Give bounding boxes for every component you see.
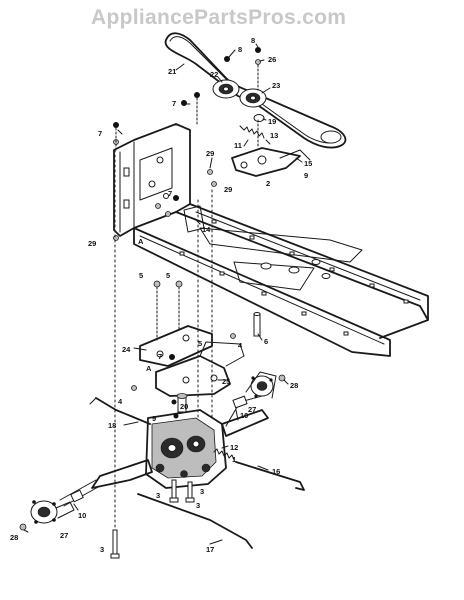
control-rods	[89, 397, 305, 549]
long-bolts-3	[110, 149, 213, 559]
spacer-6	[253, 312, 261, 337]
callout-9: 9	[152, 414, 156, 423]
callout-19: 19	[268, 117, 276, 126]
callout-11: 11	[234, 141, 242, 150]
callout-5: 5	[198, 339, 202, 348]
callout-3: 3	[156, 491, 160, 500]
callout-27: 27	[60, 531, 68, 540]
callout-15: 15	[304, 159, 312, 168]
callout-29: 29	[206, 149, 214, 158]
callout-2: 2	[266, 179, 270, 188]
callout-7: 7	[168, 189, 172, 198]
callout-5: 5	[139, 271, 143, 280]
callout-8: 8	[251, 36, 255, 45]
callout-3: 3	[100, 545, 104, 554]
callout-25: 25	[222, 377, 230, 386]
callout-4: 4	[118, 397, 123, 406]
callout-29: 29	[88, 239, 96, 248]
callout-28: 28	[290, 381, 298, 390]
callout-A: A	[138, 237, 144, 246]
callout-27: 27	[248, 405, 256, 414]
callout-14: 14	[202, 225, 211, 234]
hub-27-left	[30, 500, 75, 524]
callout-7: 7	[172, 99, 176, 108]
callout-3: 3	[200, 487, 204, 496]
callout-5: 5	[166, 271, 170, 280]
callout-29: 29	[224, 185, 232, 194]
callout-6: 6	[264, 337, 268, 346]
callout-8: 8	[238, 45, 242, 54]
spring-13	[239, 114, 271, 145]
callout-7: 7	[158, 352, 162, 361]
callout-4: 4	[238, 341, 243, 350]
callout-A: A	[146, 364, 152, 373]
callout-9: 9	[304, 171, 308, 180]
callout-24: 24	[122, 345, 131, 354]
callout-3: 3	[196, 501, 200, 510]
idler-pulley-22	[212, 79, 240, 99]
callout-1: 1	[232, 455, 236, 464]
right-axle-hub	[221, 371, 286, 437]
callout-16: 16	[272, 467, 280, 476]
transaxle-1	[145, 393, 227, 489]
idler-pulley-23	[239, 88, 267, 108]
bolts-5	[131, 280, 236, 391]
watermark-text: AppliancePartsPros.com	[91, 6, 346, 29]
callout-17: 17	[206, 545, 214, 554]
main-frame	[113, 123, 429, 357]
frame-bolts	[113, 92, 217, 241]
callout-28: 28	[10, 533, 18, 542]
callout-10: 10	[78, 511, 86, 520]
callout-labels: 8 8 26 21 22 23 19 13 11 15 9 2 7 7 7 29…	[10, 36, 312, 554]
leader-lines	[23, 43, 303, 545]
callout-10: 10	[240, 411, 248, 420]
callout-13: 13	[270, 131, 278, 140]
callout-7: 7	[98, 129, 102, 138]
callout-23: 23	[272, 81, 280, 90]
callout-18: 18	[108, 421, 116, 430]
shift-bracket-25	[155, 341, 245, 397]
left-axle-hub	[19, 459, 153, 531]
callout-22: 22	[210, 70, 218, 79]
callout-12: 12	[230, 443, 238, 452]
nut-parts	[224, 47, 261, 91]
callout-20: 20	[180, 402, 188, 411]
idler-bracket-2	[231, 119, 311, 177]
hub-27-right	[245, 371, 277, 399]
callout-26: 26	[268, 55, 276, 64]
callout-21: 21	[168, 67, 176, 76]
